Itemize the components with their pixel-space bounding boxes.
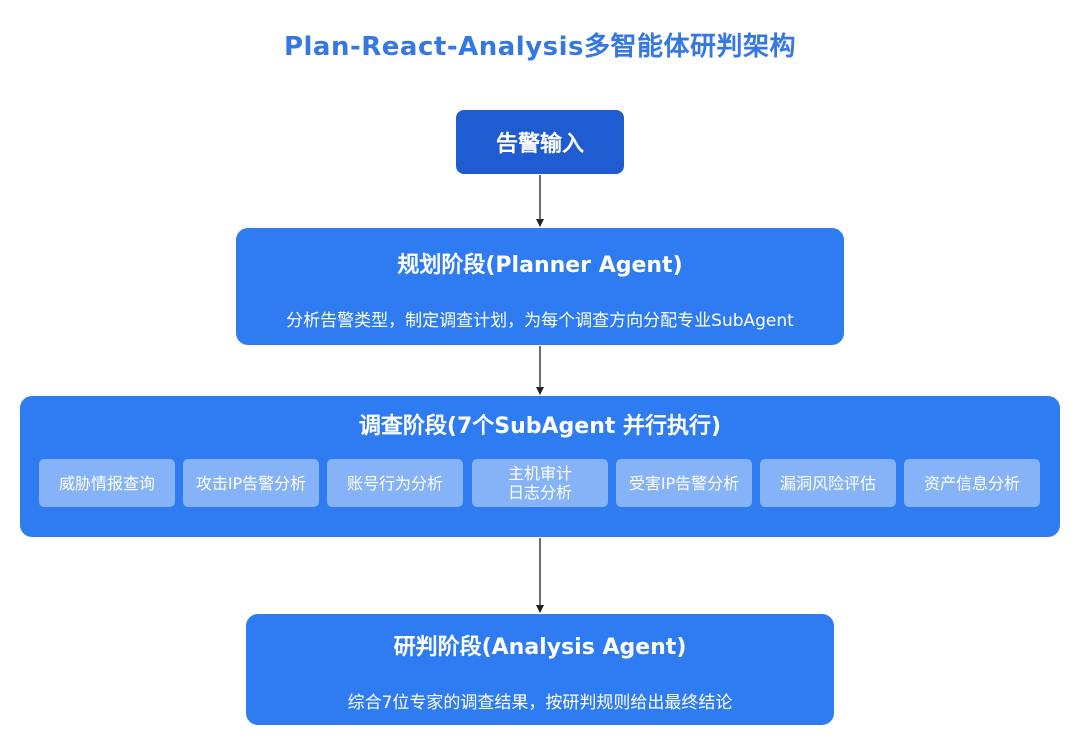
alert-input-node: 告警输入 — [456, 110, 624, 174]
subagent-host-audit-log: 主机审计 日志分析 — [472, 459, 608, 507]
subagent-victim-ip-analysis: 受害IP告警分析 — [616, 459, 752, 507]
subagent-account-behavior: 账号行为分析 — [327, 459, 463, 507]
subagent-threat-intel: 威胁情报查询 — [39, 459, 175, 507]
subagent-label-line: 资产信息分析 — [923, 473, 1020, 493]
analysis-stage-node: 研判阶段(Analysis Agent) 综合7位专家的调查结果，按研判规则给出… — [246, 614, 834, 725]
subagent-label-line: 日志分析 — [507, 483, 572, 502]
subagent-label-line: 主机审计 — [507, 464, 572, 483]
planner-stage-description: 分析告警类型，制定调查计划，为每个调查方向分配专业SubAgent — [286, 311, 794, 331]
subagent-label-line: 账号行为分析 — [346, 473, 443, 493]
investigation-stage-title: 调查阶段(7个SubAgent 并行执行) — [358, 414, 722, 439]
analysis-stage-title: 研判阶段(Analysis Agent) — [393, 635, 687, 660]
investigation-stage-node: 调查阶段(7个SubAgent 并行执行) 威胁情报查询 攻击IP告警分析 账号… — [20, 396, 1060, 537]
planner-stage-title: 规划阶段(Planner Agent) — [397, 253, 683, 278]
alert-input-label: 告警输入 — [495, 132, 584, 157]
subagent-label-line: 攻击IP告警分析 — [195, 473, 307, 493]
subagent-label-line: 漏洞风险评估 — [779, 473, 876, 493]
analysis-stage-description: 综合7位专家的调查结果，按研判规则给出最终结论 — [347, 693, 733, 713]
subagent-label-line: 受害IP告警分析 — [628, 473, 740, 493]
diagram-title: Plan-React-Analysis多智能体研判架构 — [283, 32, 797, 62]
subagent-label-line: 威胁情报查询 — [58, 473, 155, 493]
planner-stage-node: 规划阶段(Planner Agent) 分析告警类型，制定调查计划，为每个调查方… — [236, 228, 844, 345]
subagent-asset-info: 资产信息分析 — [904, 459, 1040, 507]
subagent-attack-ip-analysis: 攻击IP告警分析 — [183, 459, 319, 507]
subagent-vuln-risk: 漏洞风险评估 — [760, 459, 896, 507]
